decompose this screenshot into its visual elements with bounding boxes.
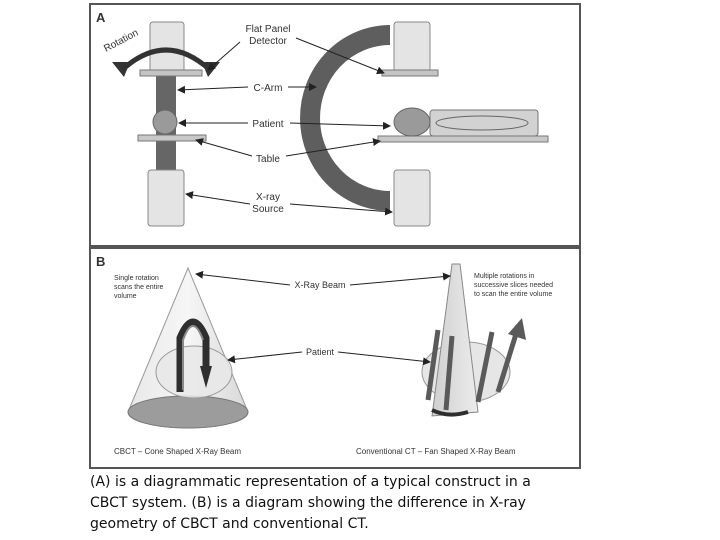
conv-note-line-1: Multiple rotations in <box>474 273 534 280</box>
cbct-rotation-arc-highlight <box>182 325 204 390</box>
cbct-cone-diagram <box>127 266 249 429</box>
patient-body-outline <box>435 115 529 131</box>
leader-patient-right <box>289 121 391 130</box>
label-source-2: Source <box>252 204 284 215</box>
source-block-2 <box>393 169 431 227</box>
cbct-rotation-arc <box>176 318 210 392</box>
ct-rotation-arrowhead <box>508 318 526 340</box>
cone-base <box>127 395 249 429</box>
leader-c-arm-left <box>177 85 249 94</box>
label-xray-beam: X-Ray Beam <box>294 280 345 290</box>
cbct-note-line-3: volume <box>114 293 137 300</box>
patient-table <box>377 135 549 143</box>
cbct-note-line-2: scans the entire <box>114 284 164 291</box>
ct-slice-rotation-2 <box>443 335 455 411</box>
table-bar <box>137 134 207 142</box>
label-patient-b: Patient <box>306 347 335 357</box>
panel-a-letter: A <box>96 10 106 25</box>
label-detector-1: Flat Panel <box>245 24 290 35</box>
label-source-1: X-ray <box>256 192 280 203</box>
label-table: Table <box>256 154 280 165</box>
fan-beam <box>431 263 479 417</box>
conventional-ct-diagram <box>421 263 526 417</box>
ct-slice-rotation-3 <box>475 331 495 403</box>
leader-patient-b-right <box>337 351 431 366</box>
leader-table-right <box>285 138 381 157</box>
cbct-rotation-arrowhead <box>200 366 212 388</box>
cbct-caption: CBCT – Cone Shaped X-Ray Beam <box>114 447 241 456</box>
c-arm-front-view <box>300 21 549 227</box>
leader-source-left <box>185 191 251 205</box>
rotation-arrowhead-left <box>112 62 130 77</box>
conv-note-line-3: to scan the entire volume <box>474 291 552 298</box>
panel-a-leaders <box>177 37 393 216</box>
label-c-arm: C-Arm <box>254 83 283 94</box>
ct-slice-rotation-1 <box>425 329 441 401</box>
detector-block-2 <box>393 21 431 73</box>
figure: A Rotation Flat Panel Detecto <box>89 3 581 469</box>
leader-beam-right <box>349 272 451 286</box>
detector-block <box>149 21 185 73</box>
ct-caption: Conventional CT – Fan Shaped X-Ray Beam <box>356 447 516 456</box>
detector-plate <box>139 69 203 77</box>
ct-slice-rotation-4 <box>495 333 519 393</box>
panel-b: B Single rotation scans the entire volum… <box>89 247 581 469</box>
leader-detector-right <box>295 37 385 75</box>
cbct-note-line-1: Single rotation <box>114 275 159 282</box>
rotation-arrow-icon <box>120 47 212 72</box>
conv-note-line-2: successive slices needed <box>474 282 553 289</box>
label-detector-2: Detector <box>249 36 287 47</box>
ct-rotation-base-arc <box>431 408 469 417</box>
leader-patient-b-left <box>227 351 303 364</box>
panel-b-letter: B <box>96 254 105 269</box>
detector-plate-2 <box>381 69 439 77</box>
panel-b-leaders <box>195 270 451 366</box>
leader-source-right <box>289 203 393 216</box>
c-arm-ring <box>300 25 391 211</box>
leader-beam-left <box>195 270 291 286</box>
patient-body <box>429 109 539 137</box>
patient-head-2 <box>393 107 431 137</box>
figure-caption: (A) is a diagrammatic representation of … <box>90 474 531 532</box>
label-patient: Patient <box>252 119 283 130</box>
patient-head <box>152 109 178 135</box>
leader-detector-left <box>207 41 241 71</box>
source-block <box>147 169 185 227</box>
patient-volume-cbct <box>155 345 233 399</box>
leader-table-left <box>195 138 253 157</box>
panel-a: A Rotation Flat Panel Detecto <box>89 3 581 247</box>
